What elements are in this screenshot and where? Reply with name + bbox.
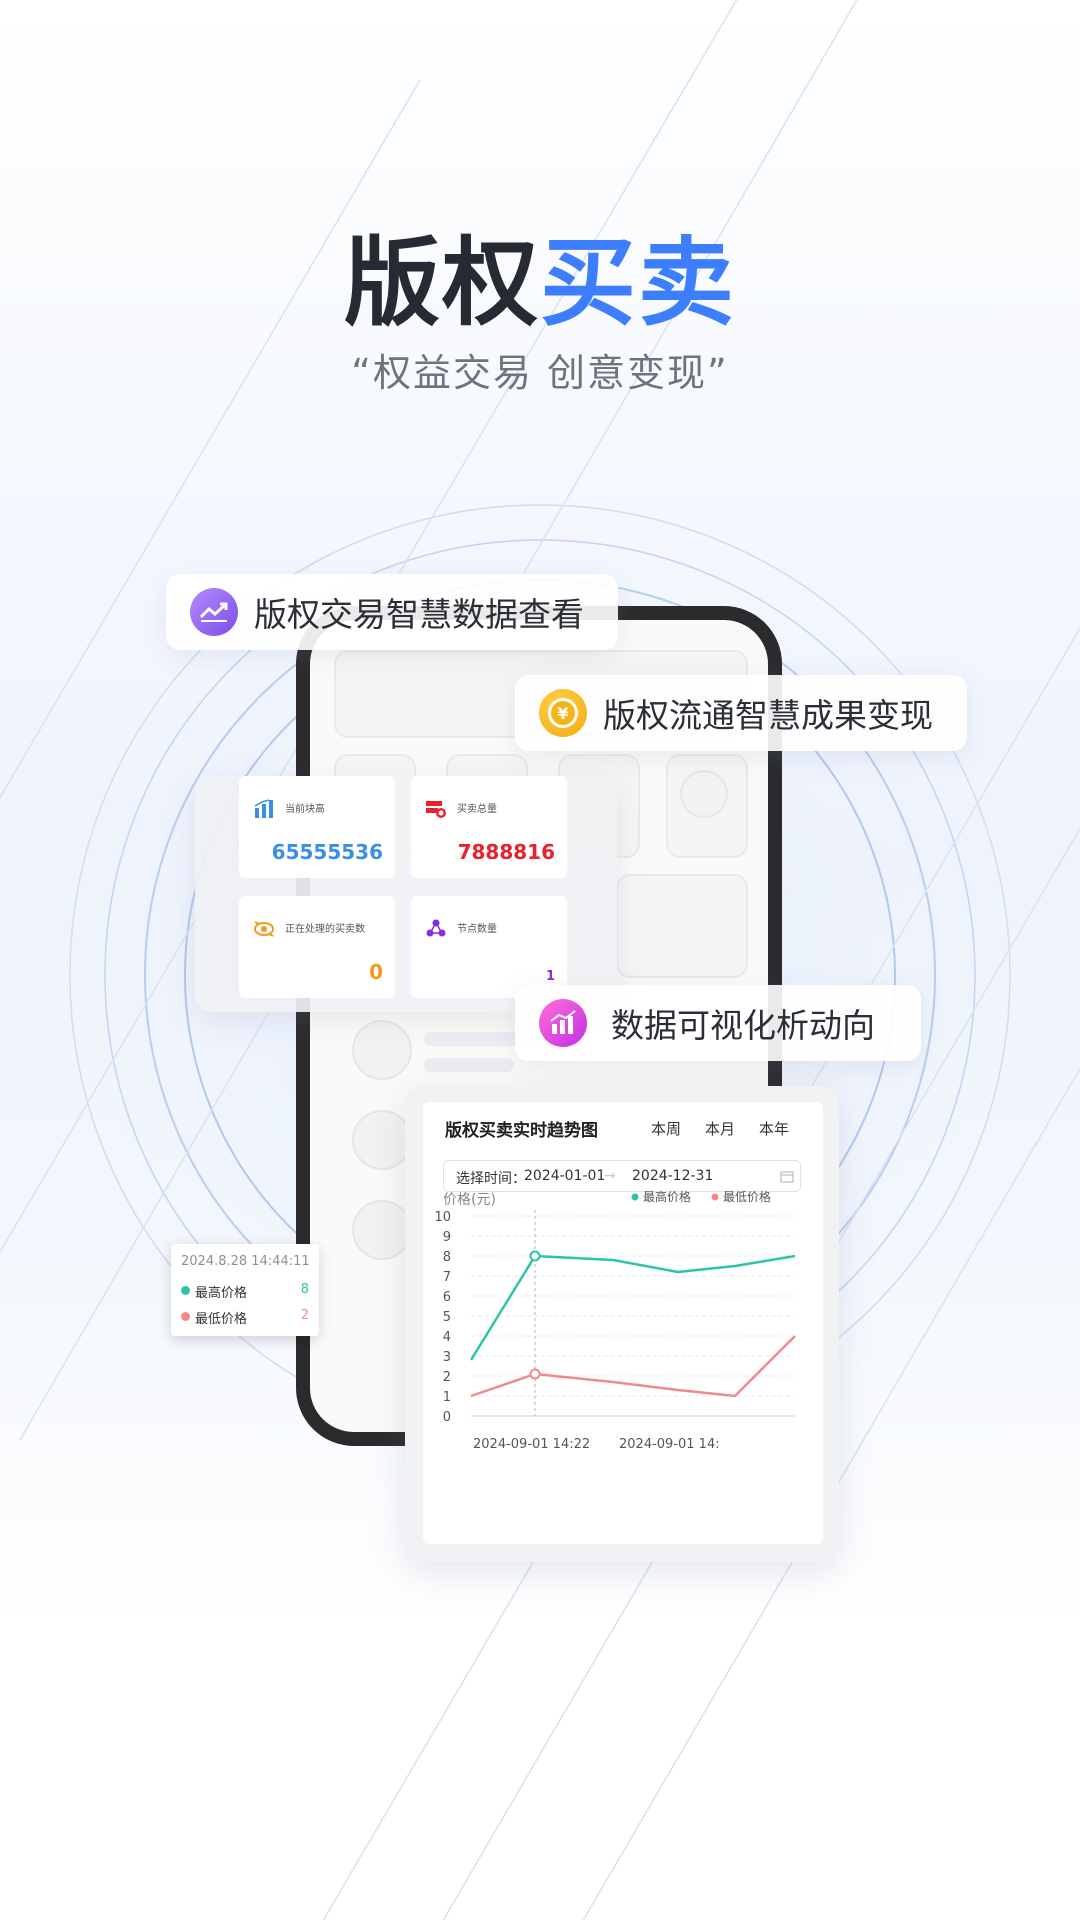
tooltip-label: 最高价格 bbox=[195, 1286, 248, 1301]
legend-label: 最高价格 bbox=[643, 1189, 691, 1204]
bar-chart-icon bbox=[254, 799, 273, 818]
stat-value: 7888816 bbox=[457, 840, 555, 864]
feature-pill-visualization: 数据可视化析动向 bbox=[515, 985, 921, 1061]
end-date-input[interactable]: 2024-12-31 bbox=[632, 1168, 714, 1184]
phone-placeholder-card bbox=[616, 874, 748, 978]
phone-placeholder-line bbox=[424, 1032, 544, 1046]
legend-label: 最低价格 bbox=[723, 1189, 771, 1204]
y-axis-label: 价格(元) bbox=[443, 1192, 496, 1208]
stat-label: 正在处理的买卖数 bbox=[285, 924, 365, 935]
yen-coin-icon: ¥ bbox=[539, 689, 587, 737]
processing-eye-icon bbox=[254, 921, 274, 937]
phone-placeholder-circle bbox=[352, 1200, 412, 1260]
tab-month[interactable]: 本月 bbox=[705, 1120, 736, 1138]
title-part-dark: 版权 bbox=[344, 227, 540, 339]
stat-label: 节点数量 bbox=[457, 924, 497, 935]
tooltip-row-max: 最高价格 8 bbox=[181, 1282, 309, 1301]
tooltip-value: 2 bbox=[300, 1308, 309, 1323]
arrow-right-icon: → bbox=[604, 1168, 616, 1184]
stat-value: 65555536 bbox=[271, 840, 383, 864]
phone-placeholder-line bbox=[424, 1058, 514, 1072]
y-tick-label: 8 bbox=[443, 1250, 451, 1265]
chart-tooltip: 2024.8.28 14:44:11 最高价格 8 最低价格 2 bbox=[171, 1244, 319, 1336]
series-line bbox=[469, 1254, 796, 1361]
legend-dot-icon bbox=[181, 1286, 190, 1295]
y-tick-label: 3 bbox=[443, 1350, 451, 1365]
feature-pill-data-view: 版权交易智慧数据查看 bbox=[166, 574, 618, 650]
legend-marker bbox=[631, 1193, 639, 1201]
title-part-blue: 买卖 bbox=[540, 227, 736, 339]
trade-box-icon bbox=[426, 801, 446, 818]
stat-trade-total: 买卖总量 7888816 bbox=[411, 776, 567, 878]
stat-node-count: 节点数量 1 bbox=[411, 896, 567, 998]
stat-block-height: 当前块高 65555536 bbox=[239, 776, 395, 878]
tooltip-value: 8 bbox=[300, 1282, 309, 1297]
trend-chart-panel: 版权买卖实时趋势图 本周 本月 本年 选择时间： 2024-01-01 → 20… bbox=[423, 1102, 823, 1544]
stats-card: 当前块高 65555536 买卖总量 7888816 正在处理的买卖数 0 节点… bbox=[195, 776, 617, 1012]
tooltip-label: 最低价格 bbox=[195, 1312, 248, 1327]
trend-chart-card: 版权买卖实时趋势图 本周 本月 本年 选择时间： 2024-01-01 → 20… bbox=[405, 1086, 839, 1562]
phone-placeholder-circle bbox=[680, 770, 728, 818]
y-tick-label: 6 bbox=[443, 1290, 451, 1305]
y-tick-label: 4 bbox=[443, 1330, 451, 1345]
phone-placeholder-circle bbox=[352, 1110, 412, 1170]
calendar-icon[interactable] bbox=[780, 1170, 794, 1183]
phone-placeholder-circle bbox=[352, 1020, 412, 1080]
page-subtitle: “权益交易 创意变现” bbox=[351, 351, 729, 395]
stat-processing: 正在处理的买卖数 0 bbox=[239, 896, 395, 998]
feature-label: 版权交易智慧数据查看 bbox=[254, 595, 584, 634]
feature-label: 版权流通智慧成果变现 bbox=[603, 696, 933, 735]
stat-value: 0 bbox=[369, 960, 383, 984]
x-tick-label: 2024-09-01 14: bbox=[619, 1437, 720, 1452]
data-point bbox=[529, 1368, 541, 1380]
series-line bbox=[470, 1335, 796, 1398]
y-tick-label: 0 bbox=[443, 1410, 451, 1425]
svg-text:¥: ¥ bbox=[557, 704, 568, 723]
stat-label: 买卖总量 bbox=[457, 804, 497, 815]
bar-growth-icon bbox=[539, 999, 587, 1047]
y-tick-label: 7 bbox=[443, 1270, 451, 1285]
data-point bbox=[529, 1250, 541, 1262]
x-tick-label: 2024-09-01 14:22 bbox=[473, 1437, 590, 1452]
tab-year[interactable]: 本年 bbox=[759, 1120, 790, 1138]
trend-chart-icon bbox=[190, 588, 238, 636]
feature-label: 数据可视化析动向 bbox=[611, 1006, 875, 1045]
date-range-label: 选择时间： bbox=[456, 1171, 526, 1187]
y-tick-label: 9 bbox=[443, 1230, 451, 1245]
y-tick-label: 1 bbox=[443, 1390, 451, 1405]
tooltip-time: 2024.8.28 14:44:11 bbox=[181, 1254, 310, 1269]
y-tick-label: 5 bbox=[443, 1310, 451, 1325]
y-tick-label: 10 bbox=[434, 1210, 451, 1225]
stat-label: 当前块高 bbox=[285, 804, 325, 815]
line-chart: 价格(元)最高价格最低价格0123456789102024-09-01 14:2… bbox=[434, 1189, 796, 1452]
chart-panel-title: 版权买卖实时趋势图 bbox=[445, 1121, 598, 1141]
node-cluster-icon bbox=[426, 919, 446, 937]
tab-week[interactable]: 本周 bbox=[651, 1120, 682, 1138]
stat-value: 1 bbox=[545, 969, 555, 984]
tooltip-row-min: 最低价格 2 bbox=[181, 1308, 309, 1327]
page-title: 版权买卖 bbox=[0, 205, 1080, 344]
y-tick-label: 2 bbox=[443, 1370, 451, 1385]
date-range-picker[interactable]: 选择时间： 2024-01-01 → 2024-12-31 bbox=[443, 1160, 801, 1192]
legend-marker bbox=[711, 1193, 719, 1201]
feature-pill-monetize: ¥ 版权流通智慧成果变现 bbox=[515, 675, 967, 751]
start-date-input[interactable]: 2024-01-01 bbox=[524, 1168, 606, 1184]
legend-dot-icon bbox=[181, 1312, 190, 1321]
